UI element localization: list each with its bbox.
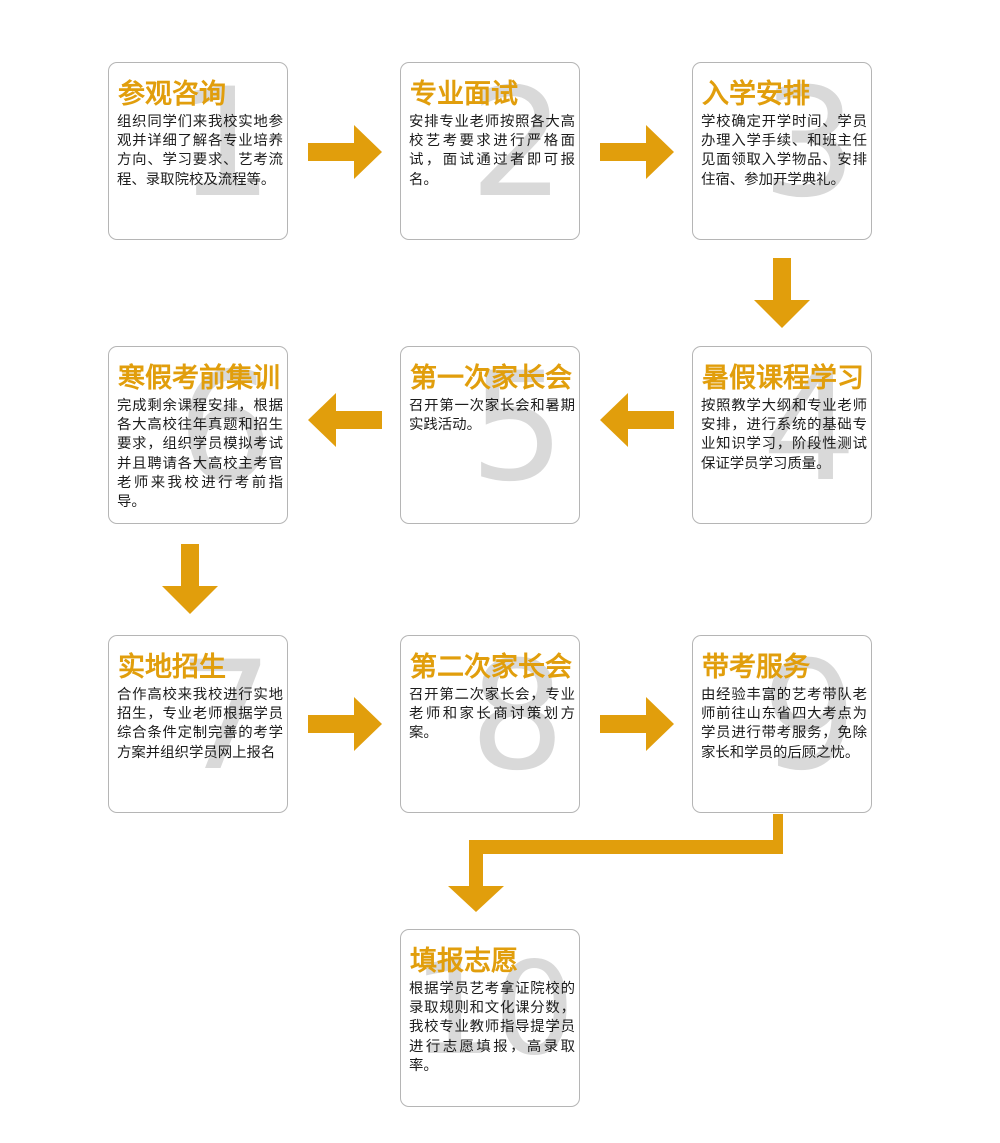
step-description: 学校确定开学时间、学员办理入学手续、和班主任见面领取入学物品、安排住宿、参加开学… xyxy=(701,114,867,188)
step-card-5: 5 第一次家长会 召开第一次家长会和暑期实践活动。 xyxy=(400,346,580,524)
arrow-down-icon xyxy=(754,258,810,328)
elbow-connector-arrow-icon xyxy=(448,814,783,912)
step-number: 5 xyxy=(469,346,565,515)
step-description: 根据学员艺考拿证院校的录取规则和文化课分数，我校专业教师指导提学员进行志愿填报，… xyxy=(409,981,575,1074)
step-number: 9 xyxy=(761,635,857,804)
step-title: 填报志愿 xyxy=(410,946,518,977)
arrow-down-icon xyxy=(162,544,218,614)
step-card-2: 2 专业面试 安排专业老师按照各大高校艺考要求进行严格面试，面试通过者即可报名。 xyxy=(400,62,580,240)
step-card-10: 10 填报志愿 根据学员艺考拿证院校的录取规则和文化课分数，我校专业教师指导提学… xyxy=(400,929,580,1107)
step-card-1: 1 参观咨询 组织同学们来我校实地参观并详细了解各专业培养方向、学习要求、艺考流… xyxy=(108,62,288,240)
step-title: 寒假考前集训 xyxy=(118,363,280,394)
step-card-6: 6 寒假考前集训 完成剩余课程安排，根据各大高校往年真题和招生要求，组织学员模拟… xyxy=(108,346,288,524)
step-card-7: 7 实地招生 合作高校来我校进行实地招生，专业老师根据学员综合条件定制完善的考学… xyxy=(108,635,288,813)
step-number: 1 xyxy=(177,62,273,231)
step-description: 按照教学大纲和专业老师安排，进行系统的基础专业知识学习，阶段性测试保证学员学习质… xyxy=(701,398,867,472)
step-title: 入学安排 xyxy=(702,79,810,110)
step-title: 第二次家长会 xyxy=(410,652,572,683)
step-card-3: 3 入学安排 学校确定开学时间、学员办理入学手续、和班主任见面领取入学物品、安排… xyxy=(692,62,872,240)
step-description: 召开第二次家长会，专业老师和家长商讨策划方案。 xyxy=(409,687,575,742)
step-title: 带考服务 xyxy=(702,652,810,683)
arrow-left-icon xyxy=(600,393,674,447)
step-description: 组织同学们来我校实地参观并详细了解各专业培养方向、学习要求、艺考流程、录取院校及… xyxy=(117,114,283,188)
step-description: 由经验丰富的艺考带队老师前往山东省四大考点为学员进行带考服务，免除家长和学员的后… xyxy=(701,687,867,761)
step-card-4: 4 暑假课程学习 按照教学大纲和专业老师安排，进行系统的基础专业知识学习，阶段性… xyxy=(692,346,872,524)
step-title: 实地招生 xyxy=(118,652,226,683)
arrow-right-icon xyxy=(600,125,674,179)
arrow-right-icon xyxy=(308,125,382,179)
step-title: 参观咨询 xyxy=(118,79,226,110)
step-number: 3 xyxy=(761,62,857,231)
step-title: 专业面试 xyxy=(410,79,518,110)
step-number: 6 xyxy=(177,346,273,515)
step-number: 10 xyxy=(412,935,575,1084)
step-card-8: 8 第二次家长会 召开第二次家长会，专业老师和家长商讨策划方案。 xyxy=(400,635,580,813)
arrow-right-icon xyxy=(308,697,382,751)
step-title: 暑假课程学习 xyxy=(702,363,864,394)
step-description: 安排专业老师按照各大高校艺考要求进行严格面试，面试通过者即可报名。 xyxy=(409,114,575,188)
step-card-9: 9 带考服务 由经验丰富的艺考带队老师前往山东省四大考点为学员进行带考服务，免除… xyxy=(692,635,872,813)
step-number: 7 xyxy=(177,635,273,804)
step-description: 完成剩余课程安排，根据各大高校往年真题和招生要求，组织学员模拟考试并且聘请各大高… xyxy=(117,398,283,511)
step-number: 2 xyxy=(469,62,565,231)
step-description: 合作高校来我校进行实地招生，专业老师根据学员综合条件定制完善的考学方案并组织学员… xyxy=(117,687,283,761)
step-description: 召开第一次家长会和暑期实践活动。 xyxy=(409,398,575,434)
step-title: 第一次家长会 xyxy=(410,363,572,394)
step-number: 8 xyxy=(469,635,565,804)
step-number: 4 xyxy=(761,346,857,515)
arrow-right-icon xyxy=(600,697,674,751)
arrow-left-icon xyxy=(308,393,382,447)
